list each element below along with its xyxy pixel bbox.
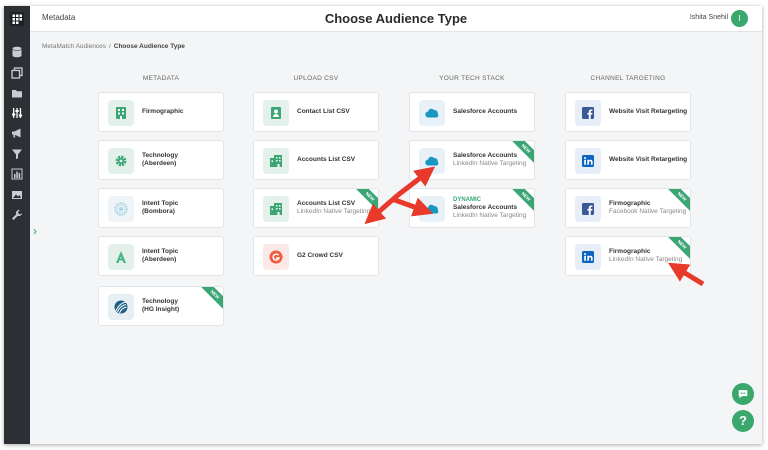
facebook-icon <box>575 196 601 222</box>
contact-list-icon <box>263 100 289 126</box>
breadcrumb-separator: / <box>108 43 111 50</box>
card-g2-crowd-csv[interactable]: G2 Crowd CSV <box>253 236 379 276</box>
card-technology-aberdeen[interactable]: Technology(Aberdeen) <box>98 140 224 180</box>
annotation-arrow <box>391 196 434 217</box>
card-title: G2 Crowd CSV <box>297 252 343 259</box>
card-website-visit-retargeting-linkedin[interactable]: Website Visit Retargeting <box>565 140 691 180</box>
accounts-list-icon <box>263 148 289 174</box>
bar-chart-icon[interactable] <box>11 168 23 180</box>
card-title: Salesforce Accounts <box>453 152 518 159</box>
annotation-arrow <box>668 262 705 287</box>
card-subtitle: LinkedIn Native Targeting <box>453 160 527 167</box>
card-subtitle: (HG Insight) <box>142 306 180 313</box>
card-subtitle: (Aberdeen) <box>142 160 177 167</box>
card-title: Intent Topic <box>142 200 179 207</box>
card-contact-list-csv[interactable]: Contact List CSV <box>253 92 379 132</box>
card-technology-hg-insight[interactable]: Technology(HG Insight) NEW <box>98 286 224 326</box>
column-header-channel-targeting: CHANNEL TARGETING <box>590 75 666 82</box>
accounts-list-icon <box>263 196 289 222</box>
sidebar <box>4 6 30 444</box>
card-title: Accounts List CSV <box>297 156 356 163</box>
gear-icon <box>108 148 134 174</box>
card-subtitle: LinkedIn Native Targeting <box>453 211 527 219</box>
card-title: Salesforce Accounts <box>453 108 518 115</box>
image-icon[interactable] <box>11 189 23 201</box>
dynamic-label: DYNAMIC <box>453 196 481 203</box>
salesforce-cloud-icon <box>419 100 445 126</box>
card-accounts-list-csv[interactable]: Accounts List CSV <box>253 140 379 180</box>
card-firmographic[interactable]: Firmographic <box>98 92 224 132</box>
breadcrumb-root[interactable]: MetaMatch Audiences <box>42 43 106 50</box>
g2-crowd-icon <box>263 244 289 270</box>
card-subtitle: (Aberdeen) <box>142 256 177 263</box>
annotation-arrow <box>396 166 436 197</box>
folder-icon[interactable] <box>11 87 23 99</box>
column-header-upload-csv: UPLOAD CSV <box>293 75 339 82</box>
card-subtitle: LinkedIn Native Targeting <box>297 208 371 215</box>
breadcrumb-current: Choose Audience Type <box>113 43 185 50</box>
avatar[interactable]: I <box>731 10 748 27</box>
megaphone-icon[interactable] <box>11 127 23 139</box>
filter-icon[interactable] <box>11 148 23 160</box>
column-header-metadata: METADATA <box>142 75 180 82</box>
card-intent-topic-aberdeen[interactable]: Intent Topic(Aberdeen) <box>98 236 224 276</box>
section-label: Metadata <box>42 13 76 22</box>
linkedin-icon <box>575 148 601 174</box>
card-salesforce-accounts[interactable]: Salesforce Accounts <box>409 92 535 132</box>
facebook-icon <box>575 100 601 126</box>
hg-insight-icon <box>108 294 134 320</box>
building-icon <box>108 100 134 126</box>
chat-button[interactable] <box>732 383 754 405</box>
wrench-icon[interactable] <box>11 209 23 221</box>
help-button[interactable]: ? <box>732 410 754 432</box>
top-bar: Metadata Choose Audience Type Ishita Sne… <box>30 6 762 32</box>
card-subtitle: Facebook Native Targeting <box>609 208 687 215</box>
card-title: Contact List CSV <box>297 108 350 115</box>
breadcrumb: MetaMatch Audiences/Choose Audience Type <box>42 43 185 50</box>
linkedin-icon <box>575 244 601 270</box>
aberdeen-a-icon <box>108 244 134 270</box>
app-frame: › Metadata Choose Audience Type Ishita S… <box>4 6 762 444</box>
card-website-visit-retargeting-facebook[interactable]: Website Visit Retargeting <box>565 92 691 132</box>
database-icon[interactable] <box>11 46 23 58</box>
card-title: Website Visit Retargeting <box>609 108 688 115</box>
card-title: Firmographic <box>609 200 651 207</box>
user-name[interactable]: Ishita Snehil <box>689 14 728 21</box>
sliders-icon[interactable] <box>11 107 23 119</box>
card-subtitle: LinkedIn Native Targeting <box>609 256 683 263</box>
sidebar-expand-chevron-icon[interactable]: › <box>33 224 37 238</box>
chat-bubble-icon <box>738 390 748 399</box>
card-title: Website Visit Retargeting <box>609 156 688 163</box>
column-header-tech-stack: YOUR TECH STACK <box>439 75 505 82</box>
card-subtitle: (Bombora) <box>142 208 175 215</box>
card-title: Salesforce Accounts <box>453 203 518 211</box>
page-title: Choose Audience Type <box>324 11 468 26</box>
card-title: Firmographic <box>609 248 651 255</box>
signal-icon <box>108 196 134 222</box>
card-intent-topic-bombora[interactable]: Intent Topic(Bombora) <box>98 188 224 228</box>
copy-icon[interactable] <box>11 67 23 79</box>
card-title: Accounts List CSV <box>297 200 356 207</box>
app-logo-icon[interactable] <box>9 11 25 27</box>
card-title: Firmographic <box>142 108 184 115</box>
card-title: Technology <box>142 152 178 159</box>
card-title: Intent Topic <box>142 248 179 255</box>
card-title: Technology <box>142 298 178 305</box>
